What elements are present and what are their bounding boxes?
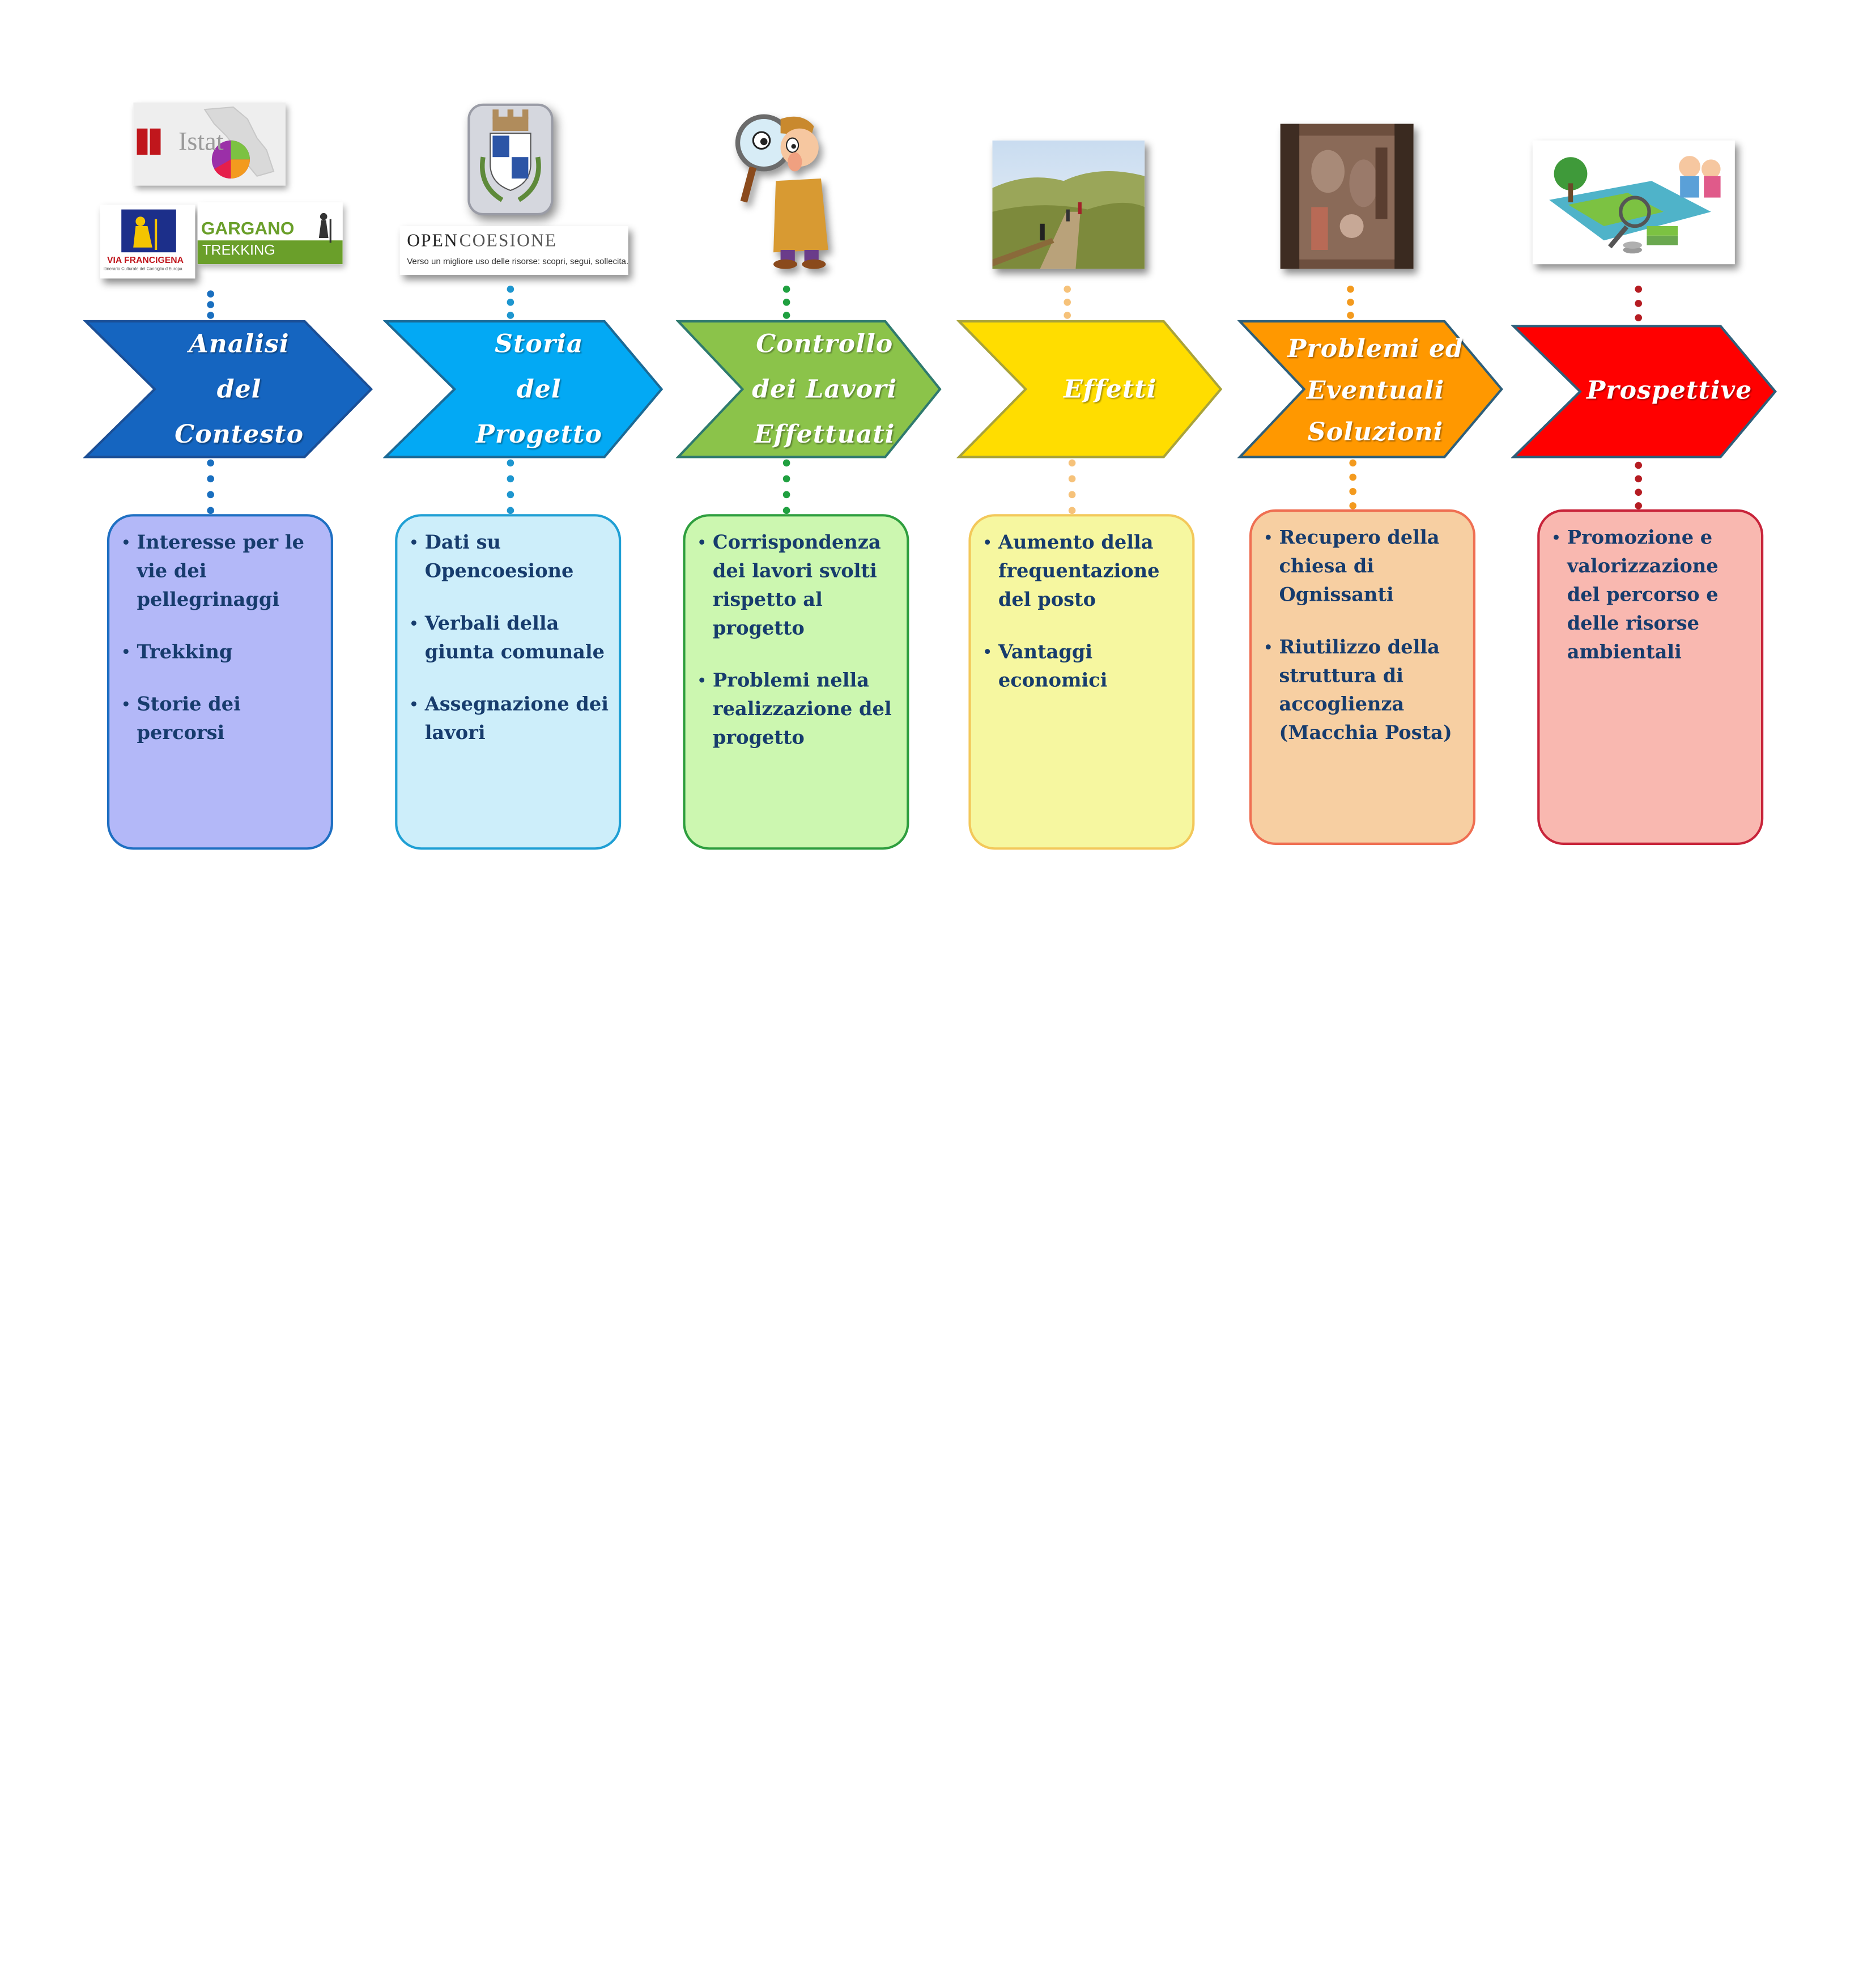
pilgrim-icon [100, 205, 195, 279]
step-prospettive-list: Promozione e valorizzazione del percorso… [1551, 524, 1751, 666]
environment-prospects-illustration [1532, 140, 1735, 265]
list-item: Storie dei percorsi [121, 690, 321, 747]
istat-logo: Istat [133, 102, 286, 186]
step-analisi-title-line-3: Contesto [175, 419, 304, 449]
list-item: Assegnazione dei lavori [409, 690, 609, 747]
list-item: Dati su Opencoesione [409, 528, 609, 585]
connector-bottom-prospettive [1635, 461, 1642, 509]
list-item: Promozione e valorizzazione del percorso… [1551, 524, 1751, 666]
step-prospettive-title-line-1: Prospettive [1586, 375, 1753, 405]
step-problemi-title: Problemi ed Eventuali Soluzioni [1269, 319, 1483, 460]
chevron-arrow-shape [1511, 325, 1777, 458]
connector-top-effetti [1064, 285, 1071, 319]
step-prospettive-title: Prospettive [1563, 324, 1775, 457]
opencoesione-coesione: COESIONE [459, 232, 558, 252]
step-storia-title: Storia del Progetto [431, 319, 647, 460]
detective-magnifier-icon [733, 109, 833, 271]
opencoesione-open: OPEN [407, 232, 458, 252]
step-storia-title-line-3: Progetto [475, 419, 602, 449]
step-prospettive-chevron: Prospettive [1511, 324, 1801, 464]
step-analisi-title-line-1: Analisi [189, 328, 290, 359]
step-controllo-title: Controllo dei Lavori Effettuati [716, 319, 933, 460]
connector-bottom-problemi [1349, 459, 1356, 509]
via-francigena-wordmark: VIA FRANCIGENA [107, 254, 184, 266]
chevron-arrow-shape [83, 320, 373, 458]
connector-top-prospettive [1635, 285, 1642, 321]
step-storia-chevron: Storia del Progetto [383, 319, 673, 460]
connector-bottom-controllo [782, 459, 790, 515]
step-problemi-chevron: Problemi ed Eventuali Soluzioni [1237, 319, 1528, 460]
list-item: Vantaggi economici [983, 638, 1183, 695]
list-item: Corrispondenza dei lavori svolti rispett… [697, 528, 898, 643]
trail-landscape-image [992, 140, 1145, 269]
step-controllo-title-line-3: Effettuati [754, 419, 895, 449]
istat-logo-graphic [133, 102, 286, 186]
connector-bottom-storia [507, 459, 514, 515]
step-problemi-list: Recupero della chiesa di Ognissanti Riut… [1264, 524, 1464, 747]
via-francigena-tagline: Itinerario Culturale del Consiglio d'Eur… [103, 266, 182, 271]
step-controllo-title-line-1: Controllo [756, 328, 894, 359]
coat-of-arms-icon [466, 103, 554, 217]
list-item: Aumento della frequentazione del posto [983, 528, 1183, 614]
church-fresco-photo [1280, 124, 1414, 269]
connector-top-analisi [207, 290, 214, 319]
connector-top-controllo [782, 285, 790, 319]
step-problemi-title-line-1: Problemi ed [1287, 332, 1464, 363]
map-and-money-image [1532, 140, 1735, 265]
step-controllo-list: Corrispondenza dei lavori svolti rispett… [697, 528, 898, 752]
step-storia-title-line-1: Storia [495, 328, 584, 359]
chevron-arrow-shape [1237, 320, 1503, 458]
list-item: Interesse per le vie dei pellegrinaggi [121, 528, 321, 614]
step-problemi-title-line-3: Soluzioni [1307, 415, 1444, 446]
step-storia-title-line-2: del [516, 373, 562, 403]
hiker-silhouette-icon [197, 202, 343, 265]
step-analisi-title: Analisi del Contesto [131, 319, 347, 460]
step-controllo-title-line-2: dei Lavori [752, 373, 898, 403]
list-item: Riutilizzo della struttura di accoglienz… [1264, 633, 1464, 747]
step-effetti-details: Aumento della frequentazione del posto V… [968, 514, 1195, 850]
list-item: Verbali della giunta comunale [409, 609, 609, 666]
connector-bottom-analisi [207, 459, 214, 515]
list-item: Recupero della chiesa di Ognissanti [1264, 524, 1464, 609]
step-analisi-list: Interesse per le vie dei pellegrinaggi T… [121, 528, 321, 747]
step-controllo-chevron: Controllo dei Lavori Effettuati [675, 319, 966, 460]
step-storia-details: Dati su Opencoesione Verbali della giunt… [395, 514, 622, 850]
gargano-wordmark: GARGANO [201, 219, 295, 240]
step-analisi-details: Interesse per le vie dei pellegrinaggi T… [107, 514, 333, 850]
step-storia-list: Dati su Opencoesione Verbali della giunt… [409, 528, 609, 747]
step-controllo-details: Corrispondenza dei lavori svolti rispett… [683, 514, 909, 850]
chevron-arrow-shape [383, 320, 663, 458]
step-analisi-chevron: Analisi del Contesto [83, 319, 373, 460]
connector-top-problemi [1347, 285, 1354, 319]
trekking-wordmark: TREKKING [202, 241, 275, 258]
step-problemi-title-line-2: Eventuali [1306, 374, 1445, 404]
fresco-wall-image [1280, 124, 1414, 269]
step-problemi-details: Recupero della chiesa di Ognissanti Riut… [1249, 509, 1475, 845]
opencoesione-tagline: Verso un migliore uso delle risorse: sco… [407, 256, 628, 267]
chevron-arrow-shape [956, 320, 1223, 458]
connector-bottom-effetti [1068, 459, 1076, 515]
hiking-trail-photo [992, 140, 1145, 269]
step-effetti-chevron: Effetti [956, 319, 1247, 460]
step-analisi-title-line-2: del [216, 373, 262, 403]
opencoesione-logo: OPEN COESIONE Verso un migliore uso dell… [399, 226, 628, 275]
step-effetti-title: Effetti [1016, 319, 1204, 460]
istat-wordmark: Istat [178, 126, 224, 156]
connector-top-storia [507, 285, 514, 319]
step-prospettive-details: Promozione e valorizzazione del percorso… [1537, 509, 1764, 845]
list-item: Trekking [121, 638, 321, 666]
process-diagram: Istat VIA FRANCIGENA Itinerario Cultural… [0, 0, 1863, 993]
via-francigena-logo: VIA FRANCIGENA Itinerario Culturale del … [100, 205, 195, 279]
chevron-arrow-shape [675, 320, 942, 458]
step-effetti-title-line-1: Effetti [1064, 373, 1157, 403]
list-item: Problemi nella realizzazione del progett… [697, 666, 898, 752]
gargano-trekking-logo: GARGANO TREKKING [197, 202, 343, 265]
step-effetti-list: Aumento della frequentazione del posto V… [983, 528, 1183, 695]
